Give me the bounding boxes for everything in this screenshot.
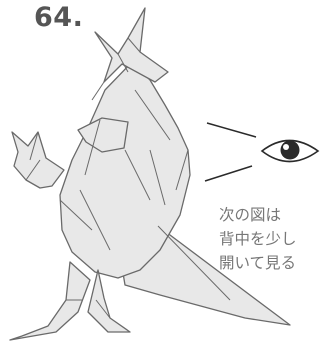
kangaroo-arm bbox=[77, 117, 129, 153]
sight-line-upper bbox=[206, 122, 257, 138]
kangaroo-head bbox=[94, 7, 169, 83]
sight-line-lower bbox=[204, 165, 253, 182]
kangaroo-hind-leg bbox=[9, 261, 91, 341]
caption-line-3: 開いて見る bbox=[219, 254, 297, 272]
caption-line-1: 次の図は bbox=[219, 206, 282, 224]
step-number: 64. bbox=[34, 2, 84, 33]
caption-line-2: 背中を少し bbox=[219, 230, 297, 248]
kangaroo-front-leg bbox=[87, 269, 131, 333]
kangaroo-body bbox=[59, 61, 191, 279]
joey bbox=[11, 131, 65, 189]
caption: 次の図は 背中を少し 開いて見る bbox=[219, 203, 331, 275]
eye-icon bbox=[260, 139, 320, 163]
